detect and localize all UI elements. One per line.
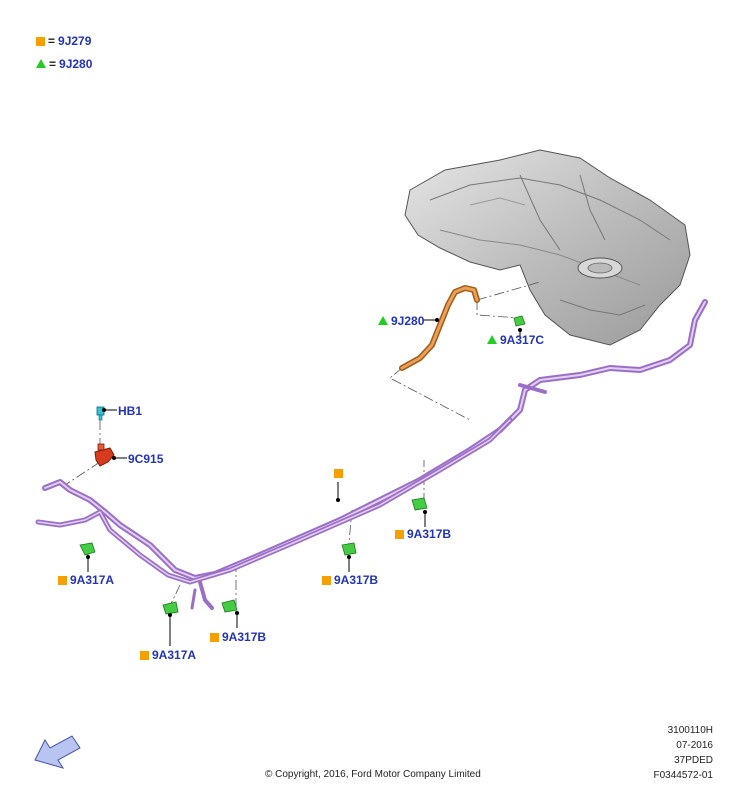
square-marker (334, 469, 343, 478)
ref-line-3: 37PDED (674, 755, 713, 766)
reference-block: 3100110H 07-2016 37PDED F0344572-01 (654, 725, 714, 782)
callout-9a317b-1: 9A317B (210, 630, 266, 644)
callout-9a317b-2: 9A317B (322, 573, 378, 587)
callout-dots (86, 318, 522, 617)
callout-9a317a-left: 9A317A (58, 573, 114, 587)
callout-9j280: 9J280 (378, 314, 424, 328)
ref-line-1: 3100110H (667, 725, 713, 736)
orange-square-icon (322, 576, 331, 585)
callout-9a317c: 9A317C (487, 333, 544, 347)
callout-9a317a-bottom: 9A317A (140, 648, 196, 662)
fuel-pump-part (94, 443, 115, 467)
fuel-lines (35, 299, 708, 610)
orange-square-icon (210, 633, 219, 642)
legend-item-square: =9J279 (36, 34, 91, 48)
green-triangle-icon (487, 335, 497, 344)
callout-hb1: HB1 (118, 404, 143, 418)
green-triangle-icon (378, 316, 388, 325)
green-connectors (79, 315, 526, 615)
legend-item-triangle: =9J280 (36, 57, 92, 71)
callout-9c915: 9C915 (128, 452, 164, 466)
leader-lines (64, 281, 541, 611)
ref-line-2: 07-2016 (676, 740, 713, 751)
callout-9a317b-3: 9A317B (395, 527, 451, 541)
vent-hose (399, 285, 480, 371)
orange-square-icon (36, 37, 45, 46)
green-triangle-icon (36, 59, 46, 68)
direction-arrow-icon (34, 735, 81, 769)
orange-square-icon (140, 651, 149, 660)
orange-square-icon (395, 530, 404, 539)
callout-pointers (87, 319, 521, 646)
fuel-tank (404, 149, 691, 346)
copyright-text: © Copyright, 2016, Ford Motor Company Li… (265, 769, 481, 780)
ref-line-4: F0344572-01 (653, 770, 714, 781)
orange-square-icon (58, 576, 67, 585)
